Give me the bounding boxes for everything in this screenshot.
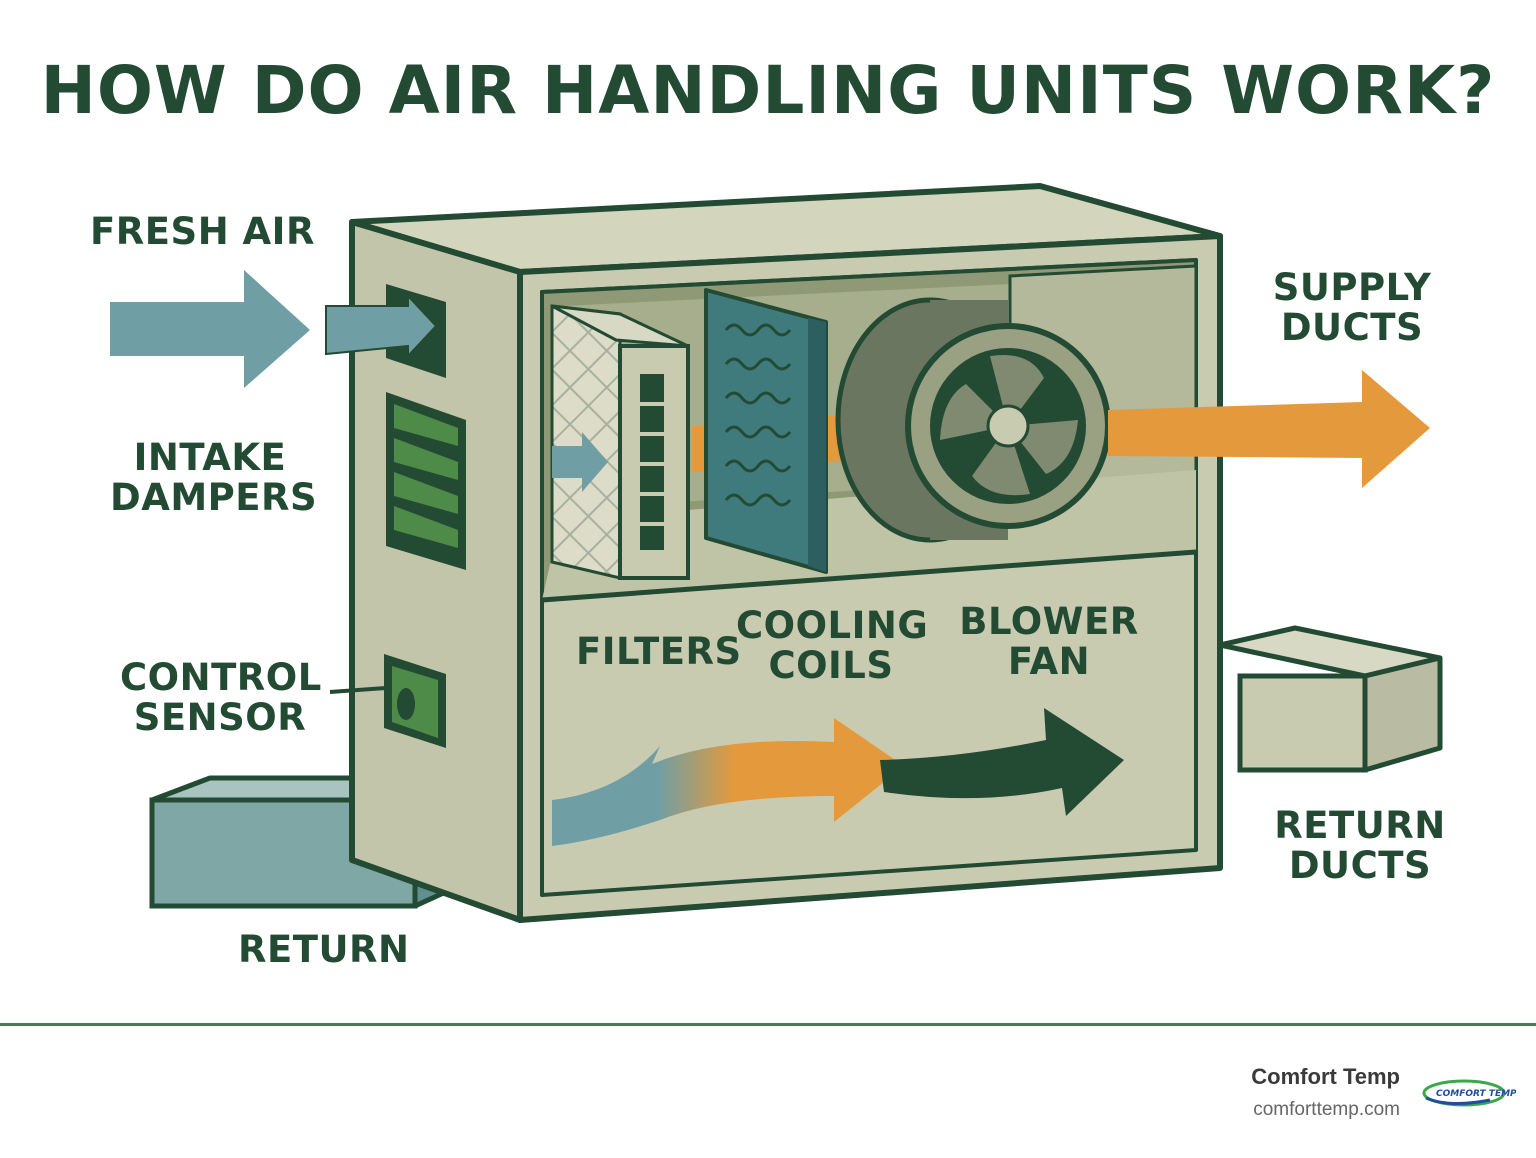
label-control-sensor-line1: CONTROL [120, 656, 322, 699]
label-control-sensor: CONTROL SENSOR [120, 656, 322, 739]
label-cooling-coils-line2: COILS [768, 643, 894, 687]
intake-dampers [386, 392, 466, 570]
label-fresh-air: FRESH AIR [90, 210, 315, 253]
label-cooling-coils-line1: COOLING [736, 604, 929, 647]
brand-name: Comfort Temp [1251, 1064, 1400, 1089]
blower-fan [835, 297, 1111, 543]
label-cooling-coils: COOLING COILS [736, 604, 929, 687]
label-supply-ducts-line2: DUCTS [1280, 305, 1424, 349]
label-blower-fan: BLOWER FAN [956, 602, 1142, 682]
label-blower-fan-line1: BLOWER [959, 600, 1139, 643]
label-control-sensor-line2: SENSOR [133, 695, 307, 739]
label-return-ducts-line1: RETURN [1274, 804, 1446, 847]
cooling-coil [704, 288, 828, 574]
label-return-ducts: RETURN DUCTS [1272, 806, 1448, 886]
label-supply-ducts-line1: SUPPLY [1272, 266, 1432, 309]
return-duct-right [1217, 625, 1443, 773]
supply-arrow [1108, 370, 1430, 488]
lower-airflow-arrow [552, 708, 1124, 846]
footer-divider [0, 1023, 1536, 1026]
brand-logo-text: COMFORT TEMP [1436, 1089, 1516, 1099]
label-supply-ducts: SUPPLY DUCTS [1270, 268, 1434, 348]
label-intake-dampers-line2: DAMPERS [110, 475, 318, 519]
label-filters: FILTERS [576, 630, 742, 673]
filter-assembly [550, 304, 690, 580]
label-blower-fan-line2: FAN [1007, 639, 1091, 683]
brand-logo: COMFORT TEMP [1422, 1079, 1516, 1107]
page-title: HOW DO AIR HANDLING UNITS WORK? [40, 52, 1496, 129]
label-intake-dampers: INTAKE DAMPERS [110, 436, 318, 519]
fresh-air-arrow [110, 270, 438, 388]
label-return-ducts-line2: DUCTS [1288, 843, 1432, 887]
label-intake-dampers-line1: INTAKE [133, 436, 287, 479]
label-return: RETURN [238, 928, 410, 971]
brand-url: comforttemp.com [1253, 1099, 1400, 1120]
control-sensor [329, 654, 446, 748]
